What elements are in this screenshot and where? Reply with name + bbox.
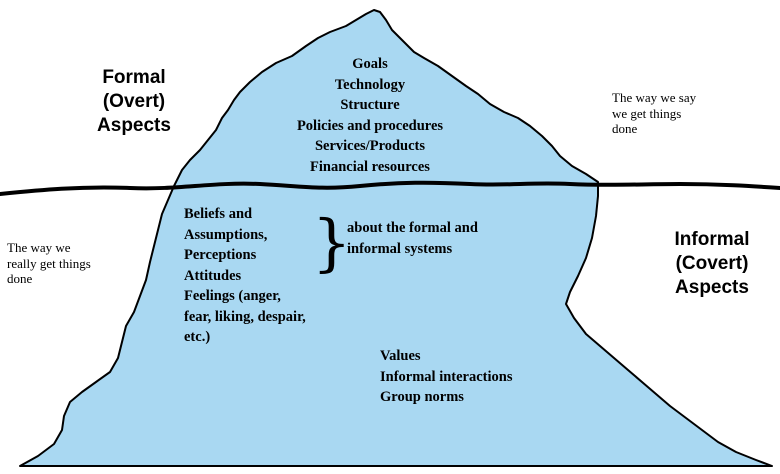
brace-note-line-1: about the formal and: [347, 220, 478, 236]
below-water-list: Beliefs and Assumptions, Perceptions Att…: [184, 204, 364, 348]
below-item-7: etc.): [184, 329, 211, 345]
deep-list: Values Informal interactions Group norms: [380, 346, 580, 408]
below-item-4: Attitudes: [184, 267, 242, 284]
above-item-4: Policies and procedures: [296, 117, 444, 134]
informal-label-line-3: Aspects: [675, 277, 749, 298]
above-item-5: Services/Products: [314, 138, 426, 154]
formal-note-line-1: The way we say: [612, 90, 697, 105]
brace-note: about the formal and informal systems: [347, 218, 537, 259]
formal-note-line-3: done: [612, 121, 638, 136]
formal-note-line-2: we get things: [612, 105, 682, 121]
deep-item-1: Values: [380, 348, 421, 364]
iceberg-shape: [19, 9, 773, 467]
informal-note-line-3: done: [7, 271, 33, 286]
informal-note-line-2: really get things: [7, 255, 91, 271]
below-item-6: fear, liking, despair,: [184, 308, 306, 325]
formal-label-line-3: Aspects: [97, 115, 171, 136]
curly-brace-icon: }: [312, 206, 352, 279]
above-item-2: Technology: [334, 76, 406, 93]
informal-label-line-2: (Covert): [675, 253, 749, 274]
informal-aspects-label: Informal (Covert) Aspects: [656, 228, 768, 300]
above-item-6: Financial resources: [310, 158, 430, 175]
below-item-3: Perceptions: [184, 247, 257, 263]
formal-note: The way we say we get things done: [612, 90, 752, 137]
informal-note: The way we really get things done: [7, 240, 137, 287]
deep-item-3: Group norms: [380, 389, 464, 405]
below-item-2: Assumptions,: [184, 226, 268, 243]
above-item-3: Structure: [340, 97, 400, 113]
formal-label-line-2: (Overt): [102, 91, 166, 112]
above-water-list: Goals Technology Structure Policies and …: [250, 54, 490, 177]
below-item-5: Feelings (anger,: [184, 288, 281, 304]
informal-note-line-1: The way we: [7, 240, 71, 255]
brace-note-line-2: informal systems: [347, 240, 453, 257]
formal-aspects-label: Formal (Overt) Aspects: [84, 66, 184, 138]
formal-label-line-1: Formal: [102, 67, 166, 88]
below-item-1: Beliefs and: [184, 206, 253, 222]
informal-label-line-1: Informal: [674, 229, 750, 250]
waterline: [0, 180, 780, 196]
deep-item-2: Informal interactions: [380, 368, 513, 385]
above-item-1: Goals: [352, 56, 388, 72]
